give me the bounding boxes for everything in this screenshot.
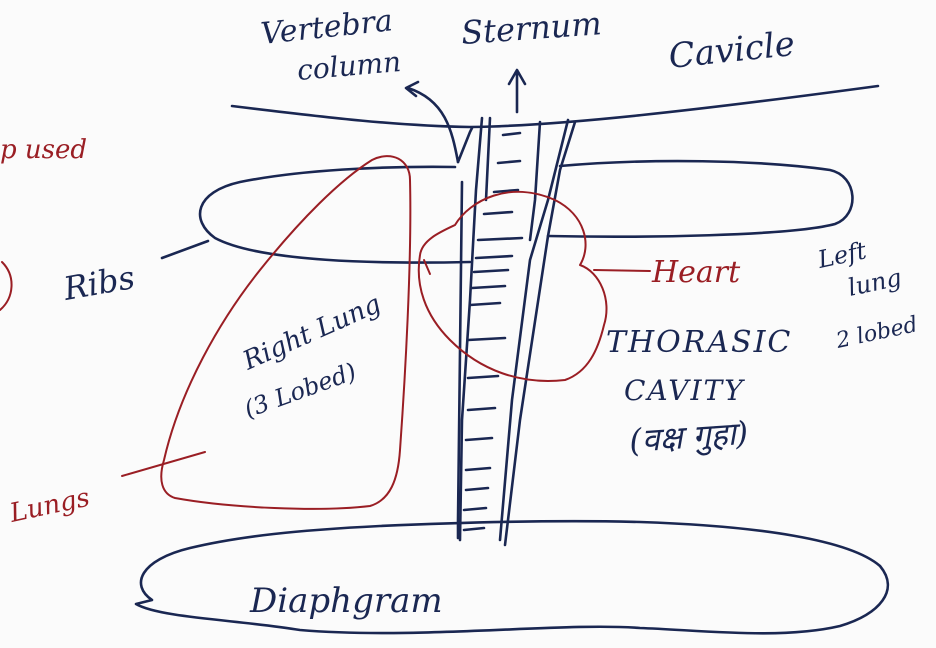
sternum-inner-right <box>530 122 540 240</box>
lungs-pointer <box>122 452 205 476</box>
thoracic-label: THORASIC <box>606 325 792 360</box>
ribs-label: Ribs <box>60 258 138 308</box>
heart-outline <box>419 192 607 381</box>
column-label: column <box>296 45 403 87</box>
heart-label: Heart <box>651 255 741 290</box>
sternum-inner-left <box>486 118 490 200</box>
left-lung-label-1: Left <box>814 236 869 274</box>
heart-pointer <box>594 270 650 271</box>
thoracic-hindi-label: (वक्ष गुहा) <box>628 414 750 461</box>
clavicle-label: Cavicle <box>667 24 797 77</box>
vertebral-column-right <box>505 122 575 545</box>
sternum-left-edge <box>460 118 482 540</box>
diaphragm-outline <box>136 521 888 633</box>
vertebra-arrow <box>406 82 458 162</box>
left-lung-label-2: lung <box>845 263 904 302</box>
rib-band <box>200 161 852 263</box>
right-lung-label: Right Lung <box>238 289 386 377</box>
vertebra-label: Vertebra <box>259 3 394 52</box>
clavicle-line <box>232 86 878 127</box>
diaphragm-label: Diaphgram <box>249 581 443 621</box>
cavity-label: CAVITY <box>624 374 745 407</box>
partial-bracket <box>0 262 12 310</box>
sternum-arrow <box>509 70 525 112</box>
lungs-label: Lungs <box>6 483 92 529</box>
partial-text: p used <box>0 135 87 165</box>
ribs-pointer <box>162 241 208 258</box>
left-lung-label-3: 2 lobed <box>833 312 920 354</box>
sternum-label: Sternum <box>460 4 603 52</box>
